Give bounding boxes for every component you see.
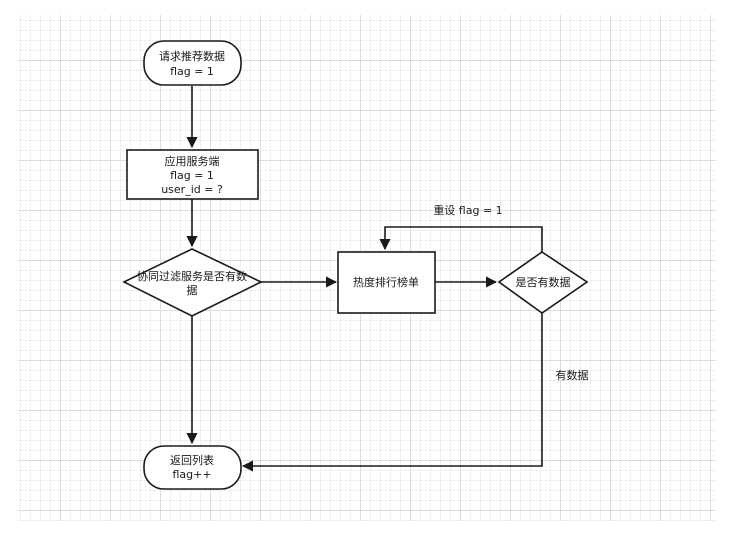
end-line2: flag++	[172, 468, 211, 481]
data-decision-label: 是否有数据	[516, 275, 571, 289]
cf-decision-line2: 据	[187, 283, 198, 297]
cf-decision-line1: 协同过滤服务是否有数	[137, 269, 247, 283]
app-service-line1: 应用服务端	[165, 154, 220, 168]
start-line1: 请求推荐数据	[159, 49, 225, 63]
edge-has-data-to-end	[241, 313, 543, 472]
app-service-line2: flag = 1	[170, 169, 214, 182]
app-service-node: 应用服务端 flag = 1 user_id = ?	[126, 149, 259, 200]
cf-decision-node: 协同过滤服务是否有数 据	[122, 248, 263, 317]
start-line2: flag = 1	[170, 65, 214, 78]
hot-rank-label: 热度排行榜单	[353, 275, 419, 289]
end-node: 返回列表 flag++	[143, 445, 242, 490]
edge-label-has-data: 有数据	[556, 368, 589, 382]
hot-rank-node: 热度排行榜单	[337, 251, 436, 314]
start-node: 请求推荐数据 flag = 1	[143, 40, 242, 86]
edge-label-reset-flag: 重设 flag = 1	[433, 203, 502, 217]
data-decision-node: 是否有数据	[497, 251, 589, 314]
end-line1: 返回列表	[170, 453, 214, 467]
app-service-line3: user_id = ?	[161, 183, 223, 196]
edge-reset-loop	[379, 226, 543, 252]
